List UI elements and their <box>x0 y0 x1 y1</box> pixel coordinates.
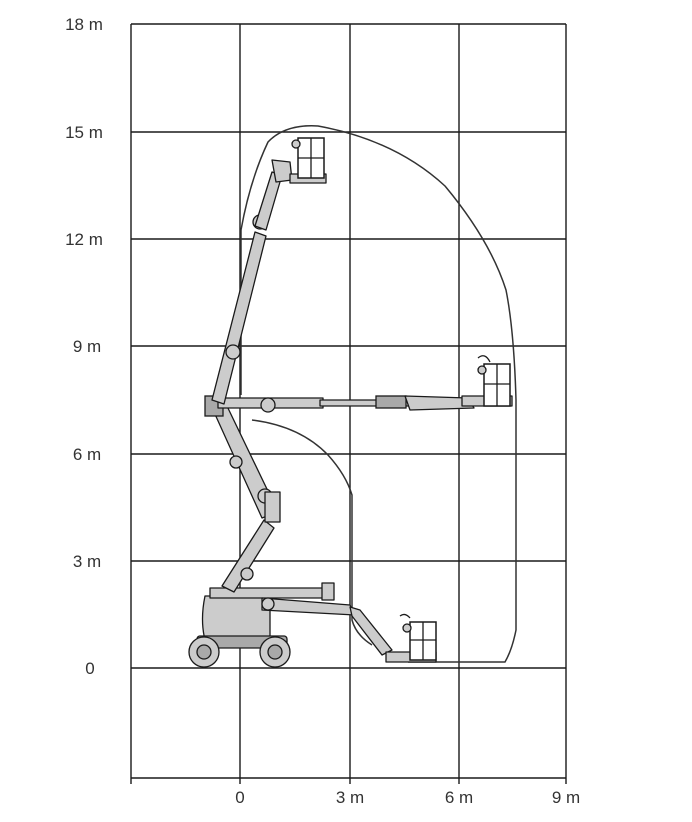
vertical-boom-pivot <box>225 344 241 360</box>
y-tick-9: 9 m <box>73 337 101 356</box>
boom-position-vertical <box>211 137 327 405</box>
y-tick-6: 6 m <box>73 445 101 464</box>
y-tick-3: 3 m <box>73 552 101 571</box>
boom-position-low <box>261 597 437 663</box>
x-tick-3: 3 m <box>336 788 364 807</box>
y-axis-labels: 0 3 m 6 m 9 m 12 m 15 m 18 m <box>65 15 103 678</box>
articulated-boom-lift-icon <box>188 582 335 668</box>
horizontal-basket-control <box>477 365 487 375</box>
x-tick-6: 6 m <box>445 788 473 807</box>
front-wheel-hub <box>267 644 283 660</box>
riser-pivot-1 <box>240 567 254 581</box>
chassis-body <box>201 595 271 641</box>
rear-wheel-hub <box>196 644 212 660</box>
horizontal-extension-collar <box>375 395 407 409</box>
y-tick-12: 12 m <box>65 230 103 249</box>
vertical-main-boom <box>211 231 267 405</box>
low-basket-control <box>402 623 412 633</box>
inner-envelope-curve <box>251 419 373 646</box>
x-tick-0: 0 <box>235 788 244 807</box>
vertical-jib-head <box>271 159 293 183</box>
horizontal-jib <box>404 395 475 411</box>
riser-section <box>204 395 281 593</box>
counterweight <box>321 582 335 601</box>
x-axis-labels: 0 3 m 6 m 9 m <box>235 788 580 807</box>
y-tick-0: 0 <box>85 659 94 678</box>
x-tick-9: 9 m <box>552 788 580 807</box>
boom-position-horizontal <box>217 355 513 413</box>
y-tick-15: 15 m <box>65 123 103 142</box>
riser-knuckle-right <box>264 491 281 523</box>
riser-pivot-3 <box>229 455 243 469</box>
outer-envelope-curve <box>240 125 517 663</box>
low-boom-pivot <box>261 597 275 611</box>
riser-lower <box>221 519 275 593</box>
grid <box>130 23 567 784</box>
boom-lift-machine <box>188 137 513 668</box>
working-envelope <box>240 125 517 663</box>
y-tick-18: 18 m <box>65 15 103 34</box>
low-boom-arm <box>261 597 356 616</box>
horizontal-boom-pivot <box>260 397 276 413</box>
top-basket-control <box>291 139 301 149</box>
